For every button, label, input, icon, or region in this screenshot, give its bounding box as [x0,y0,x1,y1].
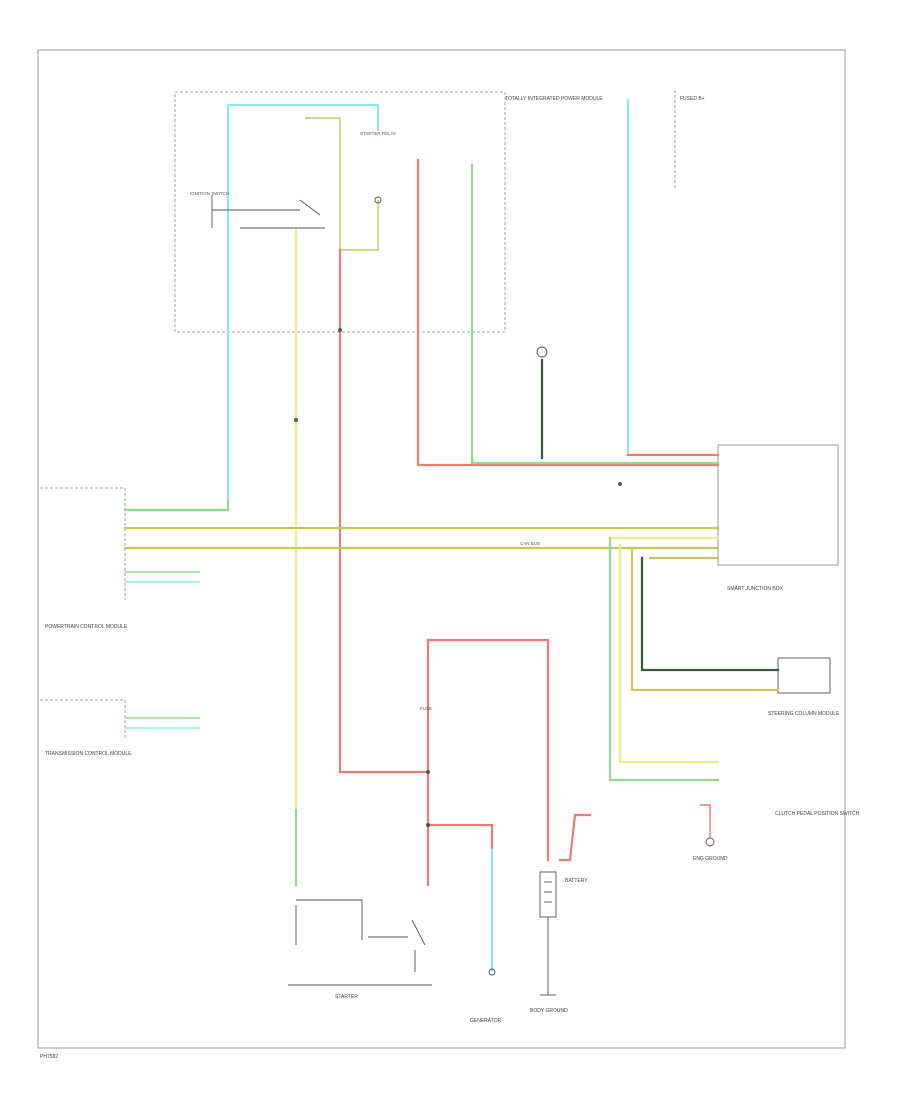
generator-icon [488,968,496,976]
wire-yellow-clutch [618,543,720,764]
figure-id: PH7582 [40,1054,58,1060]
wire-red-battery [426,638,550,862]
wire-red-battery-out [558,813,592,862]
label-ignition-switch: IGNITION SWITCH [190,191,229,196]
label-eng-ground: ENG GROUND [693,856,728,862]
label-can-bus: CAN BUS [520,541,540,546]
wire-green-ign [470,163,720,465]
wire-dkgreen-scm [640,556,780,672]
sjb-box [717,444,839,566]
label-fused-b-plus: FUSED B+ [680,96,705,102]
relay-contact [299,199,321,216]
wire-green-pcm-top [123,498,230,512]
eng-ground-icon [705,837,715,847]
label-starter-relay: STARTER RELAY [360,131,396,136]
steering-column-module-box [777,657,831,694]
wire-red-center [338,248,430,774]
label-tipm: TOTALLY INTEGRATED POWER MODULE [505,96,603,102]
label-starter: STARTER [335,994,358,1000]
wire-red-eng-ground [700,804,711,838]
label-clutch-pedal-position-switch: CLUTCH PEDAL POSITION SWITCH [775,811,860,817]
wire-cyan-top [226,103,380,132]
diagram-frame [37,49,846,1049]
wire-red-generator [426,823,494,852]
starter-switch [411,919,426,946]
label-tcm: TRANSMISSION CONTROL MODULE [45,751,132,757]
ground-icon [536,346,548,358]
label-fuse: FUSE [420,706,432,711]
wire-olive-scm [630,546,780,692]
label-steering-column-module: STEERING COLUMN MODULE [768,711,840,717]
wire-olive-relay [305,117,379,251]
relay-coil-icon [374,196,382,204]
label-battery: BATTERY [565,878,588,884]
label-smart-junction-box: SMART JUNCTION BOX [727,586,784,592]
starter-solenoid [296,899,363,940]
label-pcm: POWERTRAIN CONTROL MODULE [45,624,128,630]
label-generator: GENERATOR [470,1018,502,1024]
label-body-ground: BODY GROUND [530,1008,568,1014]
battery-symbol [539,871,557,918]
wire-green-clutch [608,536,720,782]
wire-red-fused [416,158,720,467]
splice-node [294,418,298,422]
